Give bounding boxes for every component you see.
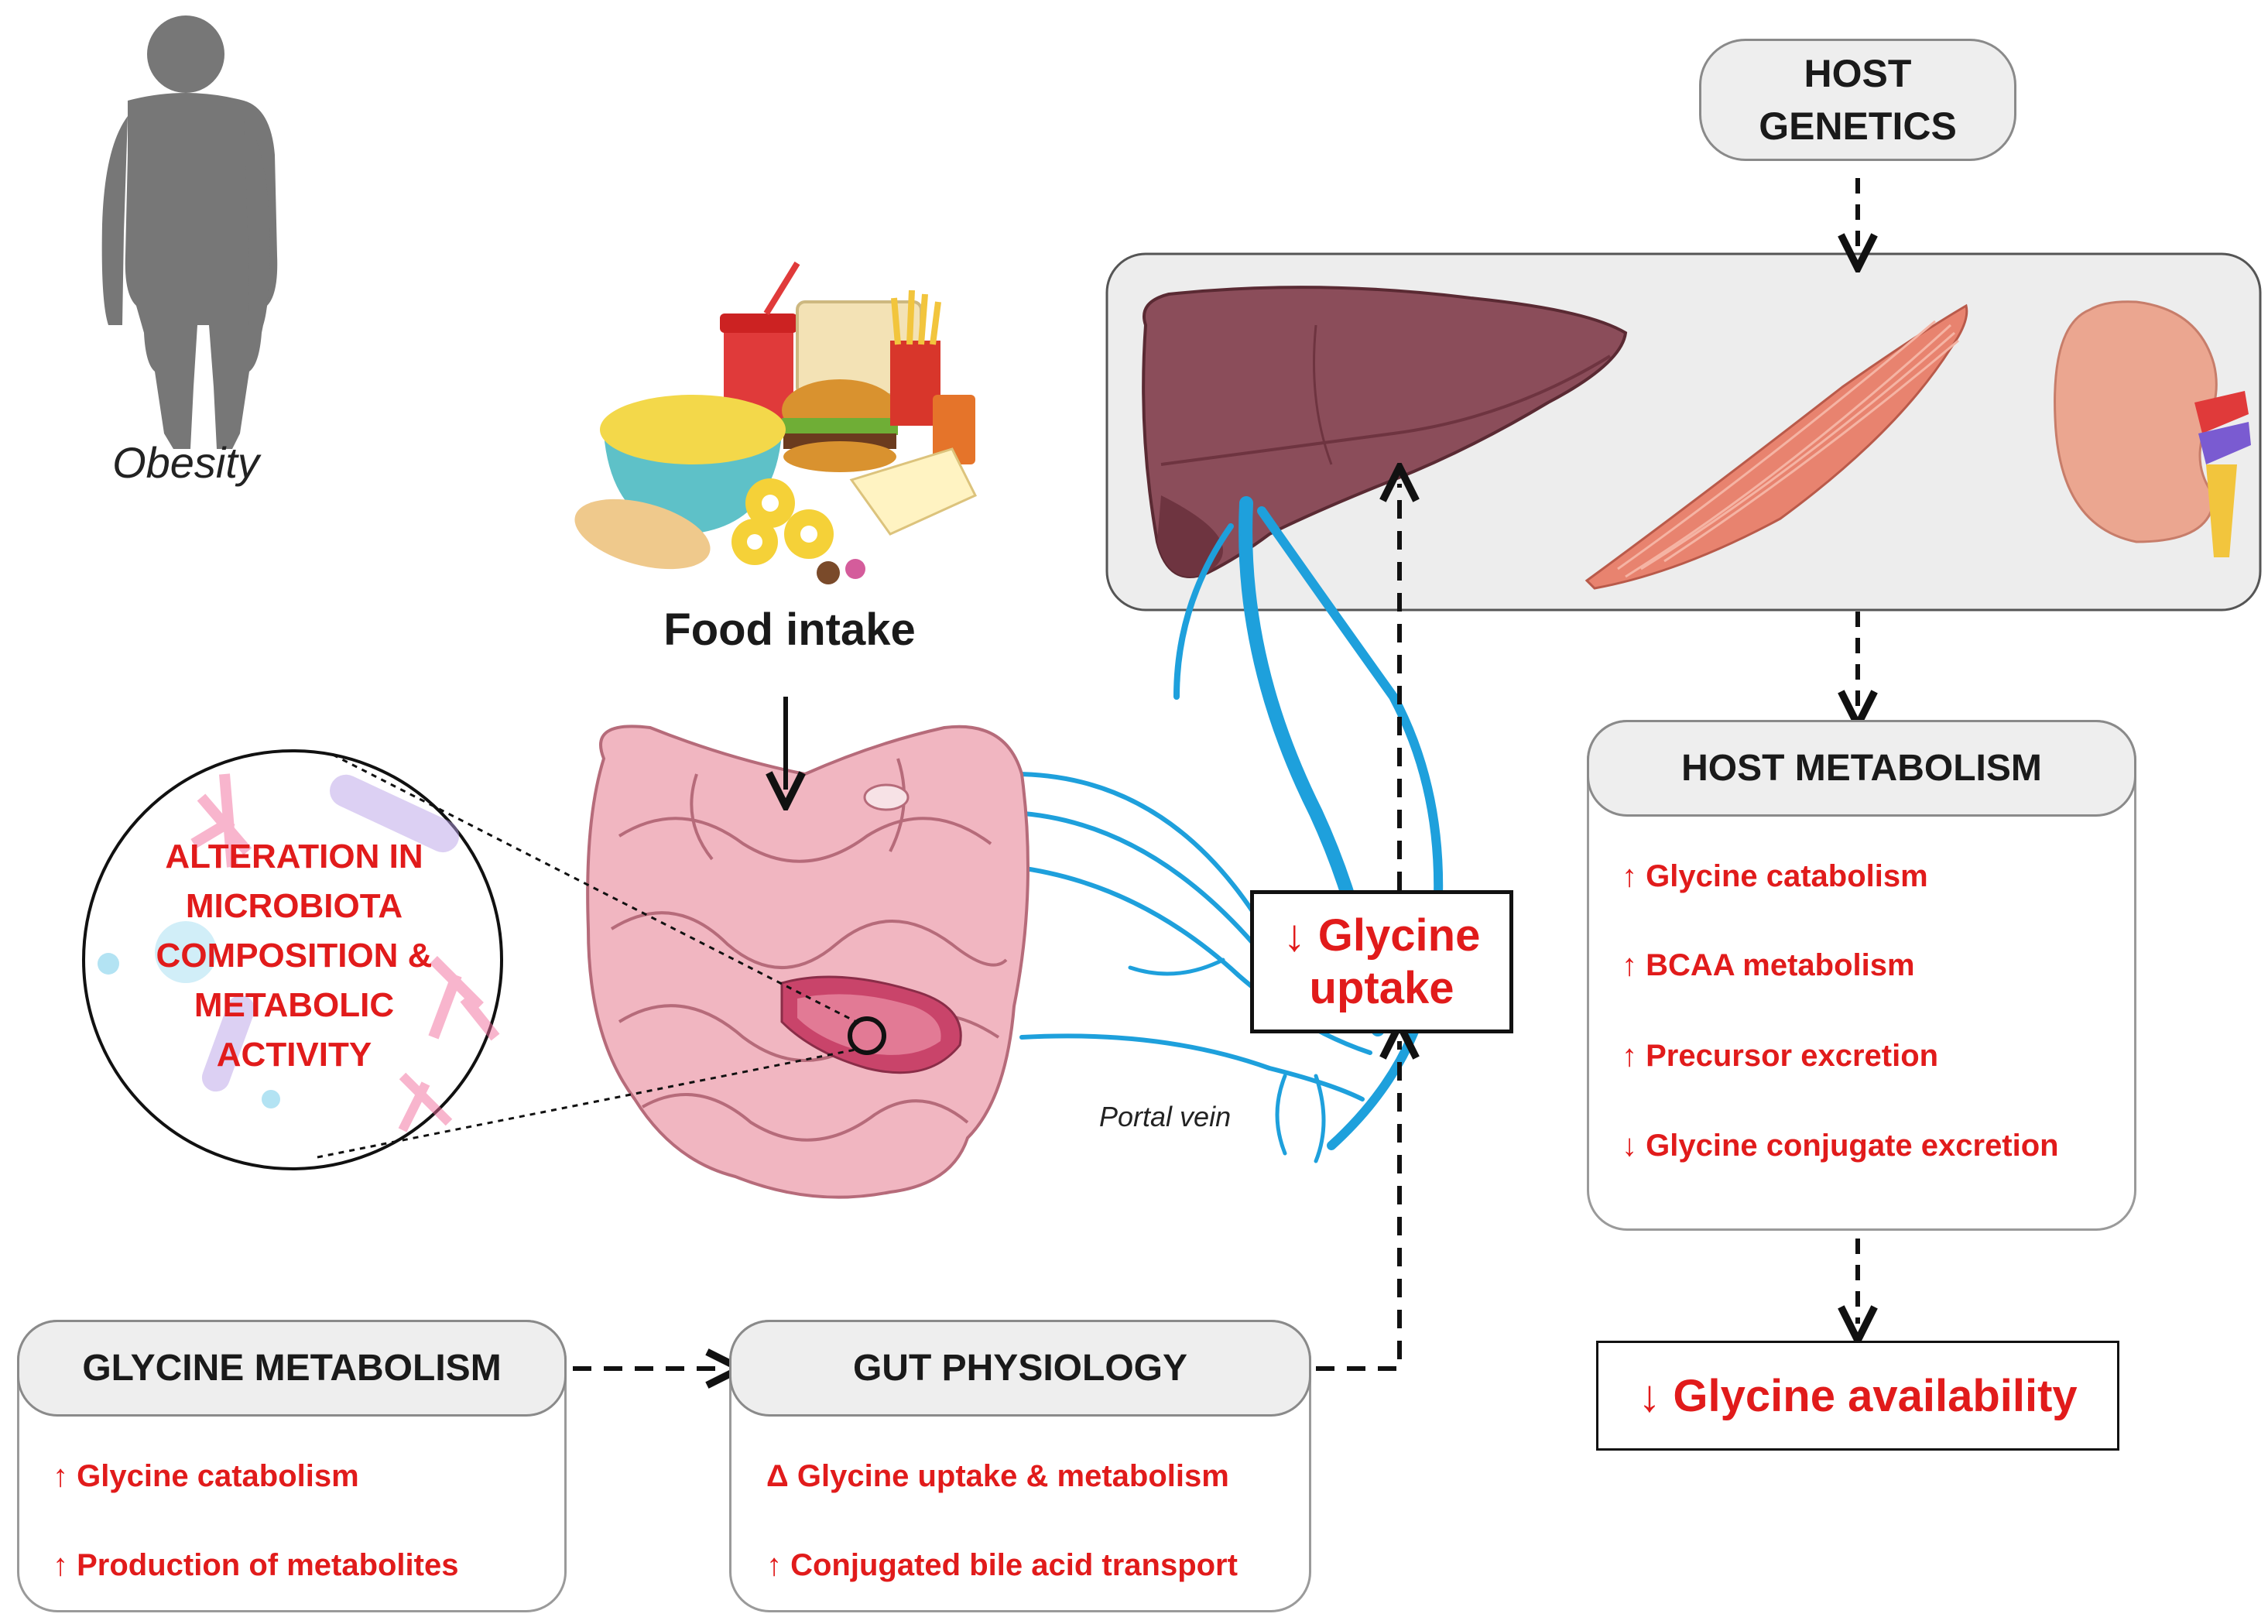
microbiota-label: ALTERATION IN MICROBIOTA COMPOSITION & M… xyxy=(116,832,472,1080)
microbiota-line: COMPOSITION & xyxy=(156,937,433,975)
intestine-icon xyxy=(586,725,1030,1199)
glycine-uptake-box: ↓ Glycine uptake xyxy=(1250,890,1513,1033)
host-metabolism-item: ↑ Glycine catabolism xyxy=(1622,859,1928,893)
kidney-icon xyxy=(2054,300,2251,557)
muscle-icon xyxy=(1585,303,1968,590)
microbiota-line: MICROBIOTA xyxy=(185,887,403,925)
liver-icon xyxy=(1142,286,1628,578)
microbiota-line: ALTERATION IN xyxy=(165,838,423,875)
food-intake-label: Food intake xyxy=(663,605,916,655)
host-metabolism-item: ↑ BCAA metabolism xyxy=(1622,948,1915,982)
host-metabolism-item: ↓ Glycine conjugate excretion xyxy=(1622,1129,2059,1163)
glycine-metabolism-title: GLYCINE METABOLISM xyxy=(17,1320,567,1417)
host-metabolism-title: HOST METABOLISM xyxy=(1587,720,2136,817)
glycine-metabolism-item: ↑ Production of metabolites xyxy=(53,1548,459,1582)
person-silhouette-icon xyxy=(101,15,278,449)
host-genetics-line1: HOST xyxy=(1804,52,1912,95)
microbiota-line: ACTIVITY xyxy=(216,1036,372,1074)
gut-physiology-title: GUT PHYSIOLOGY xyxy=(729,1320,1311,1417)
host-metabolism-item: ↑ Precursor excretion xyxy=(1622,1039,1939,1073)
microbiota-line: METABOLIC xyxy=(194,986,395,1024)
glycine-uptake-line1: ↓ Glycine xyxy=(1283,910,1481,961)
glycine-uptake-line2: uptake xyxy=(1309,962,1454,1013)
gut-physiology-item: Δ Glycine uptake & metabolism xyxy=(766,1459,1229,1493)
gut-physiology-item: ↑ Conjugated bile acid transport xyxy=(766,1548,1238,1582)
host-genetics-pill: HOST GENETICS xyxy=(1699,39,2016,161)
glycine-metabolism-item: ↑ Glycine catabolism xyxy=(53,1459,359,1493)
host-genetics-line2: GENETICS xyxy=(1759,104,1957,148)
glycine-availability-box: ↓ Glycine availability xyxy=(1596,1341,2119,1451)
obesity-label: Obesity xyxy=(112,438,259,487)
portal-vein-label: Portal vein xyxy=(1099,1101,1232,1132)
microbes-icon xyxy=(82,749,503,1170)
fast-food-icon xyxy=(574,261,978,584)
